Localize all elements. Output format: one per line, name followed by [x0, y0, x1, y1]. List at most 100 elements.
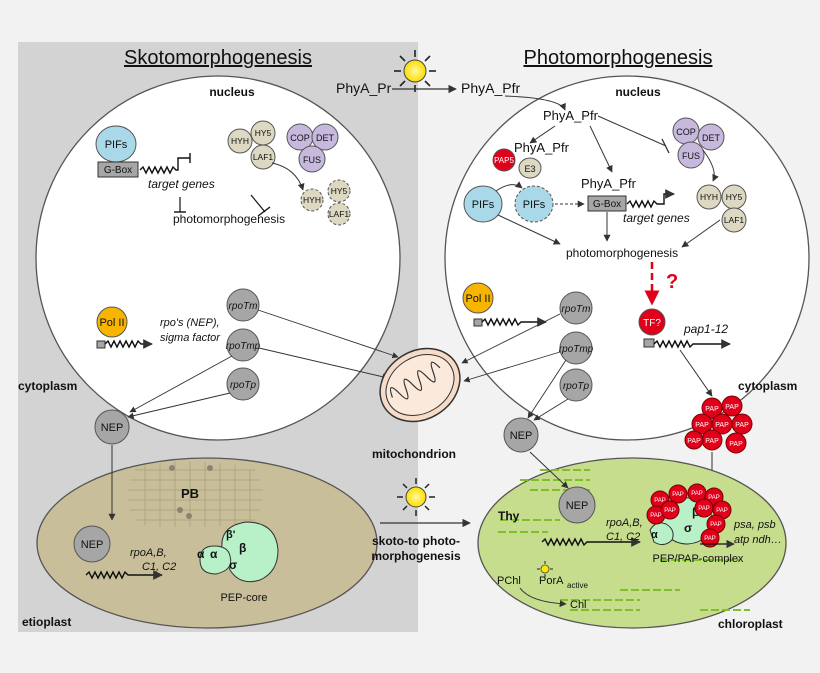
svg-text:PAP: PAP — [735, 422, 749, 429]
svg-text:FUS: FUS — [303, 155, 321, 165]
svg-text:α: α — [197, 547, 205, 561]
target-gene-left-dna — [139, 157, 190, 175]
gbox-left-label: G-Box — [104, 165, 132, 176]
sun-icon — [394, 50, 436, 92]
svg-text:σ: σ — [684, 521, 692, 535]
svg-text:α: α — [210, 547, 218, 561]
svg-text:PIFs: PIFs — [472, 199, 495, 211]
question-mark: ? — [666, 271, 678, 293]
svg-text:rpoA,B,: rpoA,B, — [606, 517, 643, 529]
phyA-pfr-3: PhyA_Pfr — [581, 176, 637, 191]
sun-icon-small — [537, 561, 553, 577]
e3-ligase — [518, 157, 542, 179]
pap-gene-dna — [653, 339, 731, 349]
nep-chloroplast — [558, 486, 596, 524]
nep-etioplast — [73, 525, 111, 563]
hyh-hy5-laf1-right: HYH HY5 LAF1 — [696, 184, 747, 233]
svg-text:LAF1: LAF1 — [329, 209, 350, 219]
svg-text:FUS: FUS — [682, 151, 700, 161]
svg-text:DET: DET — [316, 133, 335, 143]
chloroplast-label: chloroplast — [718, 617, 783, 631]
pifs-label: PIFs — [105, 139, 128, 151]
svg-text:PAP: PAP — [698, 506, 710, 512]
svg-text:PAP: PAP — [705, 406, 719, 413]
etioplast — [36, 457, 378, 629]
svg-text:rpoTmp: rpoTmp — [226, 341, 261, 352]
prolamellar-body — [128, 462, 263, 527]
nucleus-left — [35, 75, 401, 441]
tf-protein — [638, 308, 666, 336]
por-label: PorA — [539, 575, 564, 587]
pap-cluster-cytoplasm: PAP PAP PAP PAP PAP PAP PAP PAP — [684, 395, 753, 454]
svg-text:rpoTm: rpoTm — [562, 304, 591, 315]
nep-right-cytoplasm — [503, 417, 539, 453]
svg-text:σ: σ — [229, 558, 237, 572]
cytoplasm-right-label: cytoplasm — [738, 379, 797, 393]
nep-left-cytoplasm — [94, 409, 130, 445]
svg-text:HYH: HYH — [700, 192, 718, 202]
plastoglobuli — [169, 465, 213, 519]
svg-text:HY5: HY5 — [331, 186, 348, 196]
svg-text:PAP: PAP — [695, 422, 709, 429]
svg-text:rpoTp: rpoTp — [230, 380, 257, 391]
cytoplasm-left-label: cytoplasm — [18, 379, 77, 393]
pifs-right — [463, 185, 503, 223]
target-genes-left: target genes — [148, 177, 215, 191]
hyh-hy5-laf1-group: HYH HY5 LAF1 — [227, 120, 276, 170]
photomorphogenesis-left: photomorphogenesis — [173, 212, 285, 226]
etio-genes-1: rpoA,B, — [130, 547, 167, 559]
svg-text:PAP5: PAP5 — [494, 156, 514, 165]
svg-text:PAP: PAP — [650, 513, 662, 519]
pifs-degraded — [514, 185, 554, 223]
pchl-label: PChl — [497, 575, 521, 587]
svg-text:PAP: PAP — [710, 522, 722, 528]
nucleus-left-label: nucleus — [209, 85, 255, 99]
rpo-text-2: sigma factor — [160, 332, 221, 344]
pol2-right — [462, 282, 494, 314]
svg-text:NEP: NEP — [101, 422, 124, 434]
svg-text:PIFs: PIFs — [523, 199, 546, 211]
degradation-arrow-left — [271, 162, 305, 191]
svg-text:HYH: HYH — [303, 195, 321, 205]
atp-ndh-label: atp ndh… — [734, 534, 782, 546]
pep-core-label: PEP-core — [220, 592, 267, 604]
mitochondrion-icon — [379, 347, 461, 423]
svg-text:PAP: PAP — [704, 536, 716, 542]
svg-text:C1, C2: C1, C2 — [606, 531, 640, 543]
svg-text:PAP: PAP — [691, 491, 703, 497]
svg-text:HY5: HY5 — [726, 192, 743, 202]
pep-pap-label: PEP/PAP-complex — [653, 553, 744, 565]
pap-complex-members: PAP PAP PAP PAP PAP PAP PAP PAP PAP PAP — [646, 483, 732, 548]
svg-text:PAP: PAP — [725, 404, 739, 411]
transition-text-2: morphogenesis — [371, 549, 461, 563]
svg-text:α: α — [651, 529, 658, 541]
phyA-pfr-1: PhyA_Pfr — [543, 108, 599, 123]
svg-text:G-Box: G-Box — [593, 199, 621, 210]
svg-text:TF?: TF? — [643, 318, 661, 329]
svg-text:HY5: HY5 — [255, 128, 272, 138]
svg-text:PAP: PAP — [672, 492, 684, 498]
nucleus-right-label: nucleus — [615, 85, 661, 99]
thy-label: Thy — [498, 509, 520, 523]
transition-text-1: skoto-to photo- — [372, 534, 460, 548]
pep-core-complex — [199, 521, 279, 583]
svg-text:rpoTm: rpoTm — [229, 301, 258, 312]
phyA-pr-label: PhyA_Pr — [336, 80, 392, 96]
phyA-pfr-label: PhyA_Pfr — [461, 80, 520, 96]
por-active-label: active — [567, 581, 588, 590]
rpo-text-1: rpo's (NEP), — [160, 317, 220, 329]
pol2-left — [96, 306, 128, 338]
rpo-proteins-right: rpoTm rpoTmp rpoTp — [559, 291, 594, 402]
svg-text:β: β — [239, 541, 246, 555]
sun-icon-2 — [397, 478, 435, 516]
svg-text:E3: E3 — [524, 164, 535, 174]
svg-text:PAP: PAP — [729, 441, 743, 448]
title-skoto: Skotomorphogenesis — [124, 47, 312, 69]
beta-prime: β' — [226, 529, 236, 541]
svg-text:LAF1: LAF1 — [253, 152, 274, 162]
svg-text:NEP: NEP — [510, 430, 533, 442]
svg-text:COP: COP — [676, 127, 696, 137]
svg-text:Pol II: Pol II — [465, 293, 490, 305]
